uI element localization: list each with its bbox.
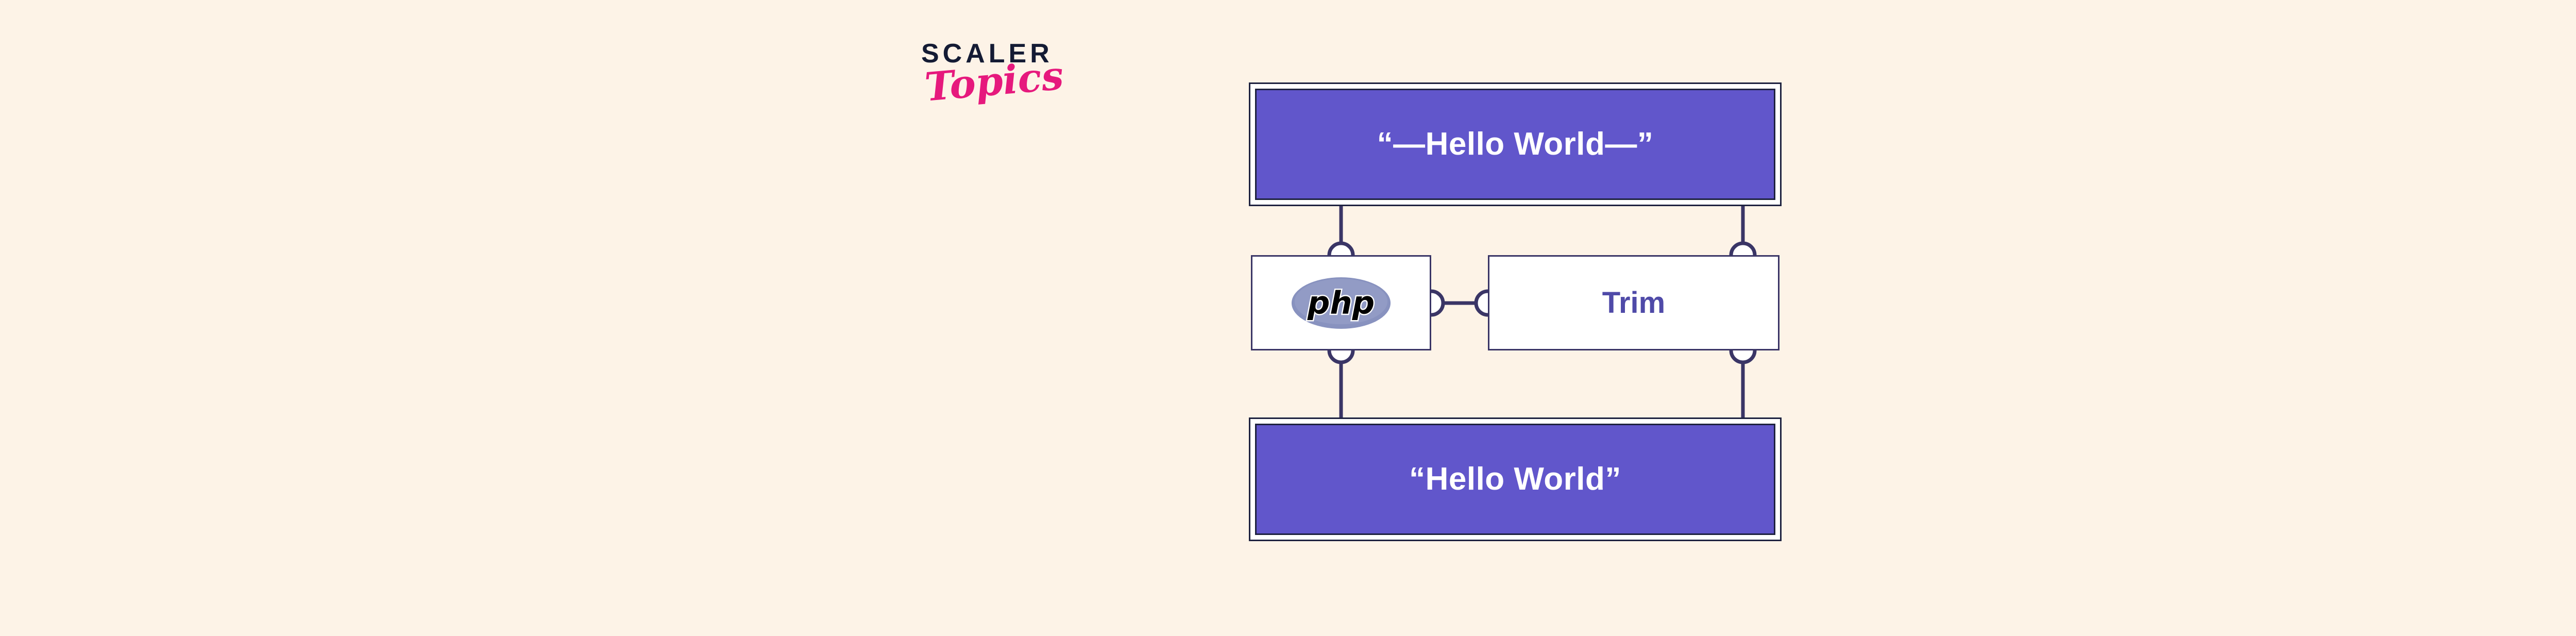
trim-function-box: Trim — [1488, 255, 1780, 350]
output-string-box: “Hello World” — [1249, 417, 1782, 541]
trim-function-label: Trim — [1602, 286, 1666, 320]
logo-wordmark: SCALER — [921, 39, 1053, 69]
output-panel: “Hello World” — [1255, 424, 1775, 535]
svg-text:php: php — [1307, 285, 1375, 321]
php-logo-icon: php — [1291, 276, 1392, 330]
input-string-box: “—Hello World—” — [1249, 82, 1782, 206]
scaler-topics-logo: SCALER Topics — [921, 40, 1138, 138]
trim-flow-diagram: “—Hello World—” php Trim “Hello World” — [1249, 82, 1782, 541]
input-string-label: “—Hello World—” — [1377, 126, 1654, 162]
php-language-box: php — [1251, 255, 1431, 350]
output-string-label: “Hello World” — [1409, 461, 1621, 497]
input-panel: “—Hello World—” — [1255, 89, 1775, 200]
